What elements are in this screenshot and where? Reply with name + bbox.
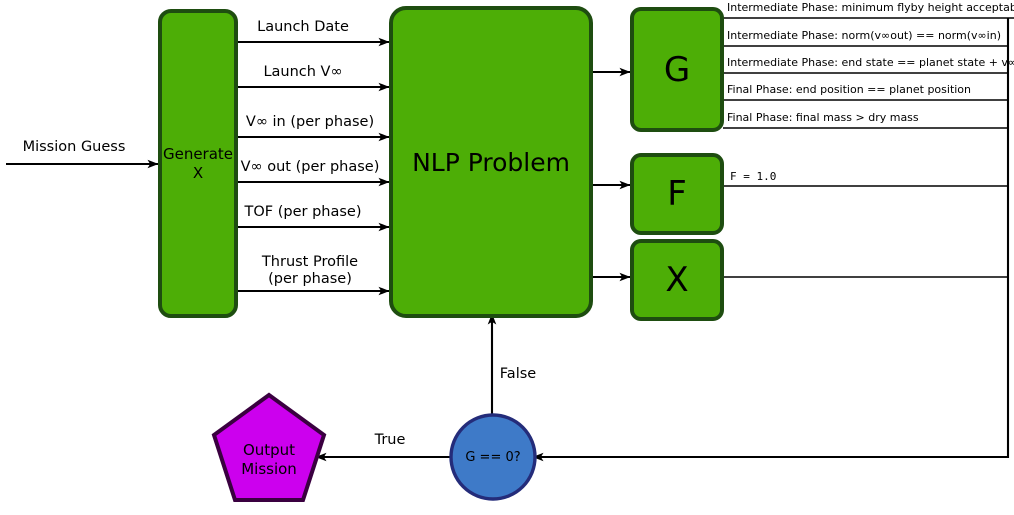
objective-label-f: F = 1.0 (730, 170, 777, 183)
node-shapes (158, 6, 724, 502)
node-generate-x-shape (158, 9, 238, 318)
constraint-label-5: Final Phase: final mass > dry mass (727, 111, 919, 124)
constraint-label-2: Intermediate Phase: norm(v∞out) == norm(… (727, 29, 1001, 42)
edge-label-launch-date: Launch Date (257, 19, 349, 35)
node-decision-shape (449, 413, 537, 501)
node-f-shape (630, 153, 724, 235)
edge-label-tof: TOF (per phase) (244, 204, 362, 220)
node-nlp-problem-shape (389, 6, 593, 318)
label-mission-guess: Mission Guess (22, 139, 126, 155)
node-g-shape (630, 7, 724, 132)
edge-label-launch-vinf: Launch V∞ (263, 64, 343, 80)
edge-label-vinf-out: V∞ out (per phase) (240, 159, 380, 175)
edge-label-vinf-in: V∞ in (per phase) (245, 114, 375, 130)
connector-lines (6, 37, 631, 462)
constraint-rails (532, 17, 1014, 462)
constraint-label-4: Final Phase: end position == planet posi… (727, 83, 972, 96)
edge-label-thrust-profile-line2: (per phase) (268, 271, 352, 287)
constraint-label-3: Intermediate Phase: end state == planet … (727, 56, 1014, 69)
rail-feedback-return (532, 18, 1010, 462)
edge-label-false: False (499, 366, 537, 382)
node-output-mission-shape (211, 392, 327, 502)
node-x-shape (630, 239, 724, 321)
constraint-label-1: Intermediate Phase: minimum flyby height… (727, 1, 1014, 14)
edge-label-true: True (374, 432, 406, 448)
edge-label-thrust-profile-line1: Thrust Profile (261, 254, 359, 270)
